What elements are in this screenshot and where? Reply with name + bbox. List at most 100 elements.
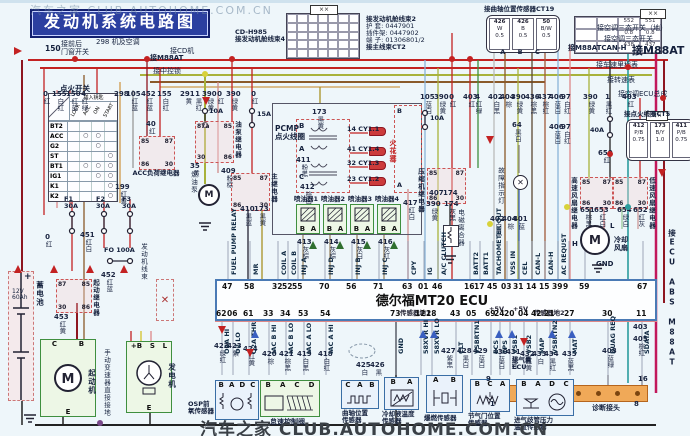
label: 电磁离合器: [456, 209, 465, 247]
ecu-pin-bottom: 21: [544, 309, 555, 318]
relay: 85 87 86 30: [231, 173, 270, 211]
ecu-pin-top: 56: [346, 282, 357, 291]
label: PCMP 点火线圈: [275, 124, 305, 142]
ecu-pin-label: CAN-L: [534, 252, 542, 275]
label: 接空调三态开关: [604, 35, 653, 43]
label: B: [299, 122, 305, 130]
watermark-bottom: 汽车之家 CLUB.AUTOHOME.COM.CN: [200, 420, 548, 436]
fuse-label: F2 30A: [96, 195, 111, 211]
ecu-pin-label: IAC A LO: [305, 322, 313, 354]
ecu-pin-label: SDATA: [643, 330, 651, 354]
spark-plug-icon: [369, 127, 386, 136]
arrow-icon: [430, 330, 438, 338]
spark-output-label: 41 CY1.4: [347, 145, 380, 153]
label: 接中控锁: [153, 67, 181, 75]
junction-dot: [564, 204, 570, 210]
arrow-icon: [336, 241, 344, 249]
label: 蓄电池: [35, 281, 45, 307]
ecu-pin-label: COIL B: [290, 250, 298, 275]
label: +: [24, 272, 32, 282]
ecu-pin-bottom: 11: [636, 309, 647, 318]
ecu-pin-label: IG: [426, 267, 434, 275]
label: 接车速里程表: [596, 61, 638, 69]
label: 喷油器4: [375, 195, 400, 203]
diag-pin-9: 9: [486, 375, 491, 383]
ecu-pin-bottom: 54: [320, 309, 331, 318]
relay-label: 主继电器: [269, 173, 278, 203]
ecu-pin-label: BATT2: [472, 251, 480, 275]
fuse-label: 10A: [209, 107, 224, 115]
label: A: [397, 181, 403, 189]
label: GND: [596, 260, 614, 268]
relay-label: 高速风扇继电器: [569, 177, 578, 230]
junction-dot: [625, 64, 631, 70]
ecu-pin-bottom: 06: [227, 309, 238, 318]
spark-plug-icon: [369, 161, 386, 170]
ecu-pin-top: 17: [474, 282, 485, 291]
label: 曲轴位置 传感器: [342, 409, 368, 425]
ecu-title: 德尔福MT20 ECU: [375, 294, 489, 309]
ecu-pin-label: FUEL PUMP RELAY: [230, 208, 238, 275]
ecu-pin-top: 52: [282, 282, 293, 291]
spark-output-label: 32 CY1.3: [347, 159, 380, 167]
ecu-pin-top: 31: [513, 282, 524, 291]
relay: 85 87 86 30: [580, 177, 613, 209]
relay-label: 起动继电器: [91, 279, 100, 317]
junction-dot: [202, 71, 208, 77]
mil-lamp: ✕: [513, 175, 528, 190]
ecu-pin-top: 15: [539, 282, 550, 291]
arrow-icon: [658, 169, 666, 177]
junction-dot: [487, 221, 493, 227]
ecu-pin-top: 59: [579, 282, 590, 291]
ecu-pin-top: 9: [563, 282, 569, 291]
ecu-pin-label: COIL A: [280, 250, 288, 275]
fan-h-terminal: H: [572, 240, 578, 248]
relay: 87 85 30 86: [56, 279, 92, 313]
ecu-pin-label: INJ A: [300, 257, 308, 275]
relay: 87a 85 30 86: [195, 121, 234, 163]
arrow-icon: [50, 265, 58, 273]
label: 接空调三态开关（地）: [597, 24, 667, 32]
ecu-pin-label: CPY: [410, 260, 418, 275]
label: 150: [45, 44, 61, 53]
ecu-pin-top: 01: [418, 282, 429, 291]
ecu-pin-label: DUAG REQ: [609, 315, 617, 354]
relay-label: ACC负荷继电器: [132, 169, 180, 177]
ecu-pin-label: IAC B HI: [270, 324, 278, 354]
ecu-pin-bottom: 61: [243, 309, 254, 318]
cooling-fan-motor: M: [580, 225, 610, 255]
ecu-pin-label: INJ C: [381, 257, 389, 275]
label: 火花塞: [389, 139, 397, 163]
label: CD-H985 接发动机舱线束4: [235, 28, 286, 44]
label: 喷油器3: [348, 195, 373, 203]
ecu-pin-label: VSS IN: [509, 250, 517, 275]
